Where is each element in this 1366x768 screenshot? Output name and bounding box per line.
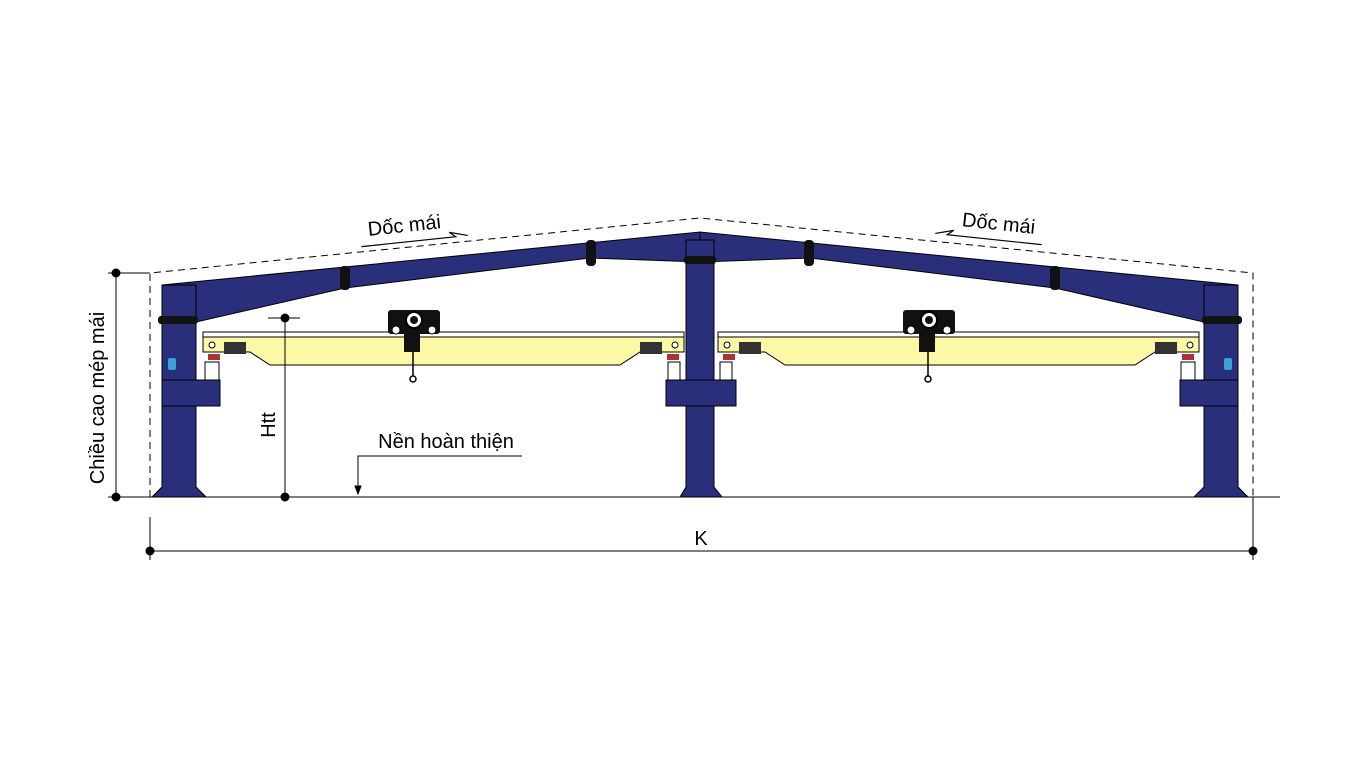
roof-slope-left-label: Dốc mái	[367, 211, 442, 241]
slope-arrow-icon	[935, 229, 1042, 246]
finished-floor-leader	[354, 455, 522, 496]
roof-slope-right: Dốc mái	[935, 209, 1042, 246]
crane-height-dimension	[268, 313, 300, 502]
center-column	[665, 239, 737, 498]
left-overhead-crane	[202, 309, 685, 383]
roof-slope-right-label: Dốc mái	[961, 209, 1036, 239]
span-dimension	[145, 497, 1258, 560]
finished-floor-label: Nền hoàn thiện	[378, 431, 514, 453]
right-overhead-crane	[717, 309, 1200, 383]
crane-height-label: Htt	[258, 412, 280, 438]
eave-height-dimension	[108, 268, 150, 502]
roof-envelope-outline	[149, 217, 1254, 497]
roof-slope-left: Dốc mái	[361, 211, 468, 248]
slope-arrow-icon	[361, 231, 468, 248]
span-label: K	[694, 528, 708, 550]
eave-height-label: Chiều cao mép mái	[87, 312, 109, 484]
